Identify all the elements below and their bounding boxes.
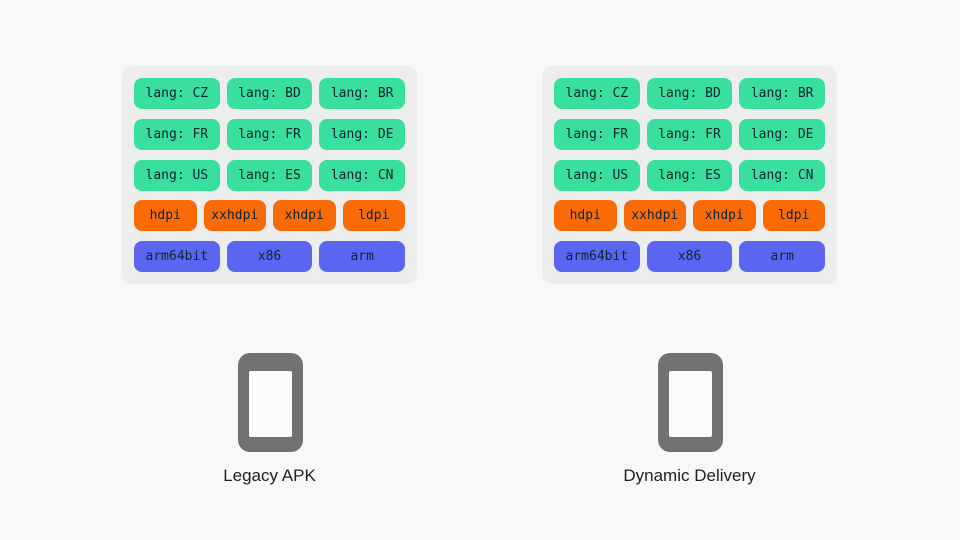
- lang-chip: lang: CZ: [554, 78, 640, 109]
- phone-icon: [658, 353, 723, 452]
- dpi-chip: xhdpi: [273, 200, 336, 232]
- phone-screen: [669, 371, 712, 437]
- lang-chip: lang: FR: [646, 118, 733, 150]
- lang-chip: lang: DE: [739, 118, 826, 150]
- lang-chip: lang: US: [554, 159, 640, 191]
- dpi-chip: ldpi: [342, 200, 405, 232]
- caption-legacy-apk: Legacy APK: [223, 466, 316, 485]
- lang-chip: lang: BR: [319, 78, 406, 109]
- phone-screen: [249, 371, 292, 437]
- lang-chip: lang: ES: [646, 159, 733, 191]
- abi-chip: x86: [646, 241, 733, 272]
- lang-chip: lang: DE: [319, 118, 406, 150]
- lang-chip: lang: CZ: [134, 78, 220, 109]
- dpi-chip: hdpi: [134, 200, 197, 232]
- lang-chip: lang: FR: [226, 118, 313, 150]
- lang-chip: lang: US: [134, 159, 220, 191]
- lang-chip: lang: FR: [554, 118, 640, 150]
- lang-chip: lang: FR: [134, 118, 220, 150]
- dpi-chip: xhdpi: [693, 200, 756, 232]
- abi-chip: x86: [226, 241, 313, 272]
- abi-chip: arm64bit: [134, 241, 220, 272]
- lang-chip: lang: ES: [226, 159, 313, 191]
- lang-chip: lang: CN: [739, 159, 826, 191]
- dpi-chip: ldpi: [762, 200, 825, 232]
- dpi-chip: xxhdpi: [203, 200, 266, 232]
- lang-chip: lang: BD: [226, 78, 313, 109]
- dpi-chip: hdpi: [554, 200, 617, 232]
- lang-chip: lang: BD: [646, 78, 733, 109]
- abi-chip: arm: [319, 241, 406, 272]
- lang-chip: lang: BR: [739, 78, 826, 109]
- lang-chip: lang: CN: [319, 159, 406, 191]
- abi-chip: arm: [739, 241, 826, 272]
- abi-chip: arm64bit: [554, 241, 640, 272]
- caption-dynamic-delivery: Dynamic Delivery: [623, 466, 756, 485]
- phone-icon: [238, 353, 303, 452]
- dpi-chip: xxhdpi: [623, 200, 686, 232]
